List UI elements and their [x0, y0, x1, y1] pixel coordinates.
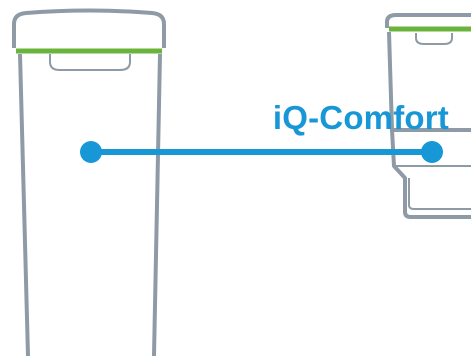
left-unit-body-outline: [18, 53, 162, 356]
left-unit-lid-outline: [12, 8, 166, 48]
right-unit-inner-groove: [408, 178, 471, 210]
right-unit-handle-recess: [415, 33, 453, 45]
left-cylinder-unit: [12, 8, 166, 356]
connection-link: [80, 141, 443, 163]
right-stepped-unit: [385, 13, 471, 219]
connector-endpoint-right: [421, 141, 443, 163]
connection-label: iQ-Comfort: [272, 99, 449, 136]
right-unit-lower-section: [390, 129, 471, 219]
left-unit-handle-recess: [49, 54, 131, 71]
right-unit-lid-outline: [385, 13, 471, 28]
connector-endpoint-left: [80, 141, 102, 163]
